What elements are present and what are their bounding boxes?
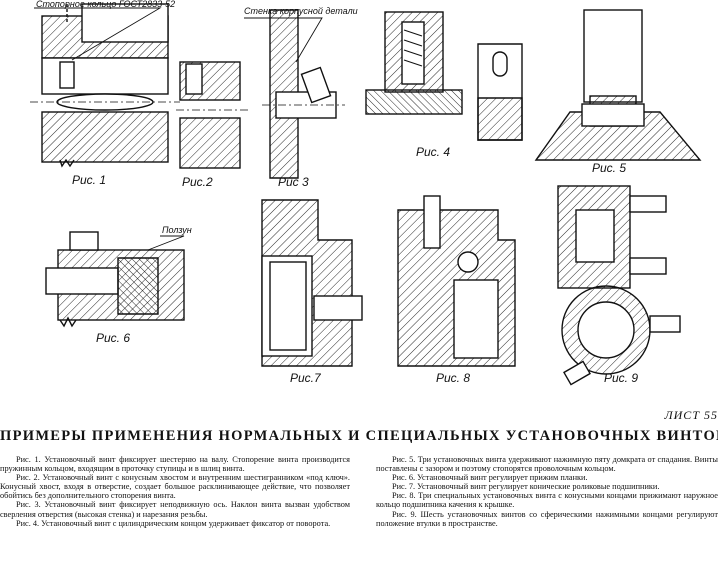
figure-1-drawing bbox=[30, 3, 180, 168]
figure-label-1: Рис. 1 bbox=[72, 173, 106, 187]
technical-drawings: Стопорное кольцо ГОСТ2833-52 Стенка корп… bbox=[30, 0, 702, 386]
sheet-number: ЛИСТ 55 bbox=[664, 408, 718, 422]
paragraph-fig-8: Рис. 8. Три специальных установочных вин… bbox=[376, 491, 718, 510]
paragraph-fig-7: Рис. 7. Установочный винт регулирует кон… bbox=[392, 482, 660, 492]
figure-5-drawing bbox=[534, 9, 702, 161]
paragraph-fig-5: Рис. 5. Три установочных винта удерживаю… bbox=[376, 455, 718, 474]
callout-housing-wall: Стенка корпусной детали bbox=[244, 6, 358, 16]
figure-3-drawing bbox=[262, 9, 345, 179]
callout-leaders bbox=[34, 7, 323, 251]
paragraph-fig-3: Рис. 3. Установочный винт фиксирует непо… bbox=[0, 500, 350, 519]
paragraph-fig-9: Рис. 9. Шесть установочных винтов со сфе… bbox=[376, 509, 718, 528]
description-left-column: Рис. 1. Установочный винт фиксирует шест… bbox=[0, 455, 350, 528]
description-right-column: Рис. 5. Три установочных винта удерживаю… bbox=[376, 455, 718, 528]
figure-label-5: Рис. 5 bbox=[592, 161, 626, 175]
figure-label-8: Рис. 8 bbox=[436, 371, 470, 385]
paragraph-fig-2: Рис. 2. Установочный винт с конусным хво… bbox=[0, 473, 350, 501]
figure-9-drawing bbox=[557, 185, 681, 386]
figure-6-drawing bbox=[45, 231, 185, 328]
page-title: ПРИМЕРЫ ПРИМЕНЕНИЯ НОРМАЛЬНЫХ И СПЕЦИАЛЬ… bbox=[0, 428, 718, 444]
paragraph-fig-1: Рис. 1. Установочный винт фиксирует шест… bbox=[0, 455, 350, 474]
figure-4-drawing bbox=[365, 11, 523, 141]
figure-label-6: Рис. 6 bbox=[96, 331, 130, 345]
figure-label-2: Рис.2 bbox=[182, 175, 213, 189]
callout-slider: Ползун bbox=[162, 225, 192, 235]
figure-label-3: Рис 3 bbox=[278, 175, 309, 189]
figure-2-drawing bbox=[176, 61, 250, 169]
figure-7-drawing bbox=[261, 199, 363, 367]
figure-label-4: Рис. 4 bbox=[416, 145, 450, 159]
drawings-area: Стопорное кольцо ГОСТ2833-52 Стенка корп… bbox=[30, 0, 702, 386]
paragraph-fig-4: Рис. 4. Установочный винт с цилиндрическ… bbox=[16, 518, 331, 528]
paragraph-fig-6: Рис. 6. Установочный винт регулирует при… bbox=[392, 473, 588, 483]
figure-8-drawing bbox=[397, 195, 516, 367]
figure-label-9: Рис. 9 bbox=[604, 371, 638, 385]
callout-retaining-ring: Стопорное кольцо ГОСТ2833-52 bbox=[36, 0, 175, 9]
figure-label-7: Рис.7 bbox=[290, 371, 322, 385]
